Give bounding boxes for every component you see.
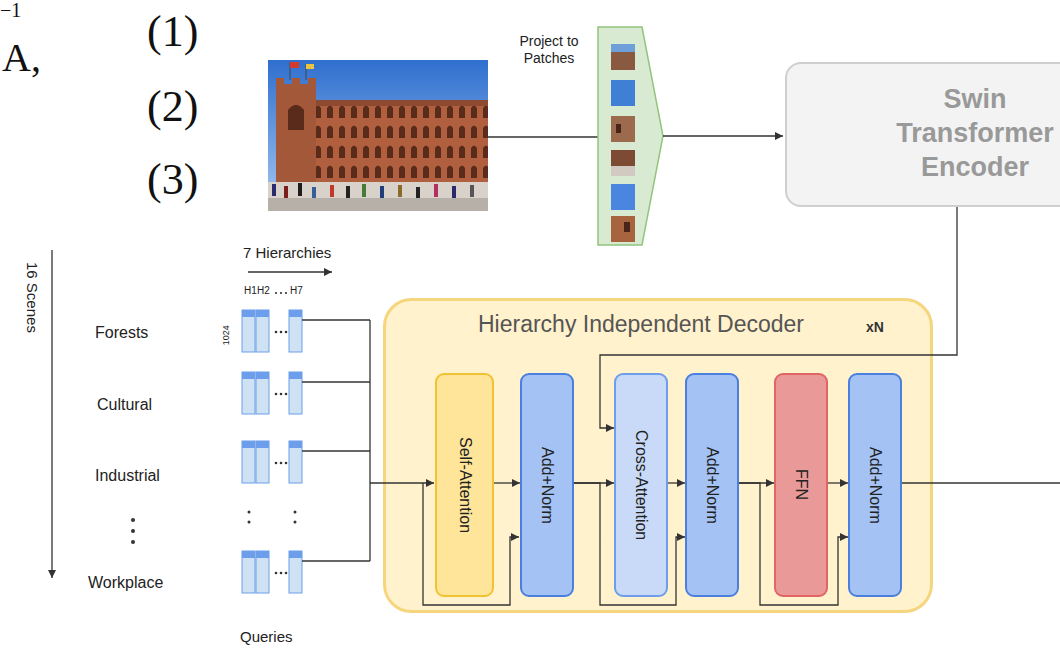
panel-layer — [385, 300, 932, 612]
axis-arrow — [51, 250, 52, 578]
equation-fragment: A, — [2, 38, 41, 78]
equation-fragment: −1 — [0, 0, 21, 20]
norm-block: Add+Norm — [848, 373, 902, 597]
dimension-label: 1024 — [221, 325, 231, 345]
norm-block: Add+Norm — [685, 373, 739, 597]
merge-line — [369, 320, 370, 561]
block-label: FFN — [792, 469, 810, 500]
ellipsis-dots — [131, 511, 297, 545]
block-label: Add+Norm — [866, 447, 884, 524]
norm-block: Add+Norm — [520, 373, 574, 597]
column-label: H7 — [290, 285, 303, 297]
block-label: Self-Attention — [456, 437, 474, 533]
leader-line — [488, 136, 598, 137]
repeat-count: xN — [866, 319, 884, 335]
decoder-title: Hierarchy Independent Decoder — [478, 311, 804, 338]
block-label: Add+Norm — [703, 447, 721, 524]
axis-label: 7 Hierarchies — [243, 244, 331, 261]
scene-photo — [268, 60, 488, 211]
column-label: H1 — [244, 285, 257, 297]
axis-arrow — [248, 271, 332, 272]
connector — [668, 482, 685, 483]
scene-label: Cultural — [97, 396, 152, 414]
input-arrow — [370, 482, 434, 483]
feed-arrow — [663, 135, 783, 136]
encoder-title: Swin Transformer Encoder — [885, 82, 1060, 184]
block-label: Cross-Attention — [632, 430, 650, 540]
axis-label: 16 Scenes — [24, 262, 41, 333]
attention-block: Cross-Attention — [614, 373, 668, 597]
query-columns — [242, 372, 370, 414]
hierarchy-dots — [275, 292, 287, 294]
decoder-panel: Hierarchy Independent Decoder xN Self-Atte… — [383, 298, 933, 613]
connector — [494, 482, 520, 483]
encoder-box: Swin Transformer Encoder — [785, 62, 1060, 207]
connector — [828, 482, 848, 483]
scene-label: Workplace — [88, 574, 163, 592]
attention-block: Self-Attention — [435, 373, 494, 597]
patches — [611, 44, 635, 242]
equation-number: (2) — [147, 85, 198, 129]
equation-number: (1) — [147, 10, 198, 54]
query-columns — [242, 551, 370, 593]
caption-label: Queries — [240, 628, 293, 645]
query-columns — [242, 441, 370, 483]
scene-label: Industrial — [95, 467, 160, 485]
ffn-block: FFN — [774, 373, 828, 597]
output-line — [902, 482, 1060, 483]
equation-number: (3) — [147, 158, 198, 202]
block-label: Add+Norm — [538, 447, 556, 524]
patch-strip — [598, 27, 663, 245]
column-label: H2 — [257, 285, 270, 297]
scene-label: Forests — [95, 324, 148, 342]
step-label: Project to Patches — [503, 33, 595, 67]
decoder-panel-shape — [385, 300, 932, 612]
query-columns — [242, 310, 370, 352]
